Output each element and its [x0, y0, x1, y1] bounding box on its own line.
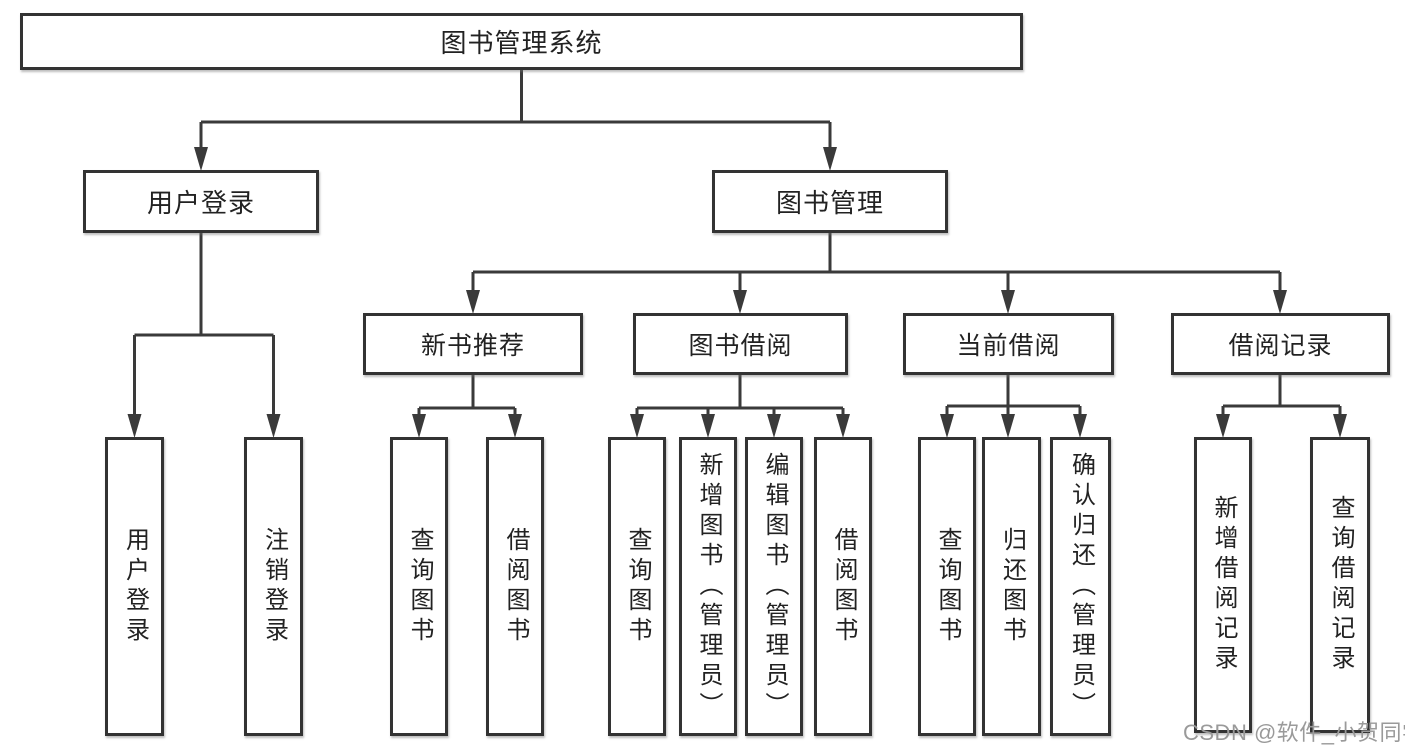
connector-recommend-to-leaves — [417, 375, 517, 418]
leaf-label: 新增借阅记录 — [1210, 495, 1237, 675]
arrowhead — [127, 414, 142, 438]
node-label: 图书管理系统 — [440, 28, 603, 58]
leaf-user-login: 用户登录 — [105, 437, 164, 736]
arrowhead — [508, 414, 522, 438]
leaf-add-borrow-record: 新增借阅记录 — [1194, 437, 1252, 733]
arrowhead — [1001, 290, 1015, 314]
leaf-logout: 注销登录 — [244, 437, 303, 736]
watermark: CSDN @软件_小贺同学 — [1183, 720, 1405, 745]
node-label: 当前借阅 — [956, 332, 1061, 360]
leaf-edit-book-admin: 编辑图书（管理员） — [745, 437, 803, 736]
leaf-borrow-books-2: 借阅图书 — [814, 437, 872, 736]
leaf-confirm-return-admin: 确认归还（管理员） — [1050, 437, 1111, 736]
leaf-query-books-recommend: 查询图书 — [390, 437, 448, 736]
node-label: 图书借阅 — [688, 332, 793, 360]
node-current-borrow: 当前借阅 — [903, 313, 1114, 375]
arrowhead — [940, 414, 954, 438]
leaf-label: 确认归还（管理员） — [1067, 451, 1095, 722]
arrowhead — [630, 414, 644, 438]
arrowhead — [733, 290, 747, 314]
leaf-label: 借阅图书 — [830, 526, 857, 647]
arrowhead — [466, 290, 480, 314]
arrowhead — [823, 147, 837, 171]
connector-root-to-level2 — [199, 70, 832, 150]
leaf-label: 用户登录 — [121, 526, 149, 647]
leaf-label: 查询图书 — [406, 526, 433, 647]
arrowhead — [1273, 290, 1287, 314]
leaf-label: 借阅图书 — [502, 526, 529, 647]
arrowhead — [1216, 414, 1230, 438]
leaf-query-borrow-record: 查询借阅记录 — [1310, 437, 1370, 733]
node-book-borrow: 图书借阅 — [633, 313, 848, 375]
arrowhead — [1073, 414, 1087, 438]
node-label: 借阅记录 — [1228, 332, 1333, 360]
arrowhead — [836, 414, 850, 438]
arrowhead — [1001, 414, 1015, 438]
node-label: 新书推荐 — [420, 332, 525, 360]
leaf-borrow-books-recommend: 借阅图书 — [486, 437, 544, 736]
node-new-book-recommend: 新书推荐 — [363, 313, 583, 375]
leaf-label: 查询图书 — [934, 526, 961, 647]
connector-current-to-leaves — [945, 375, 1082, 418]
leaf-return-book: 归还图书 — [982, 437, 1041, 736]
arrowhead — [767, 414, 781, 438]
node-book-management: 图书管理 — [712, 170, 948, 233]
arrowhead — [266, 414, 281, 438]
node-label: 用户登录 — [146, 188, 255, 218]
leaf-add-book-admin: 新增图书（管理员） — [679, 437, 737, 736]
leaf-query-books-borrow: 查询图书 — [608, 437, 666, 736]
leaf-label: 查询借阅记录 — [1327, 495, 1354, 675]
connector-login-to-leaves — [133, 233, 275, 416]
connector-records-to-leaves — [1221, 375, 1342, 418]
leaf-label: 新增图书（管理员） — [695, 451, 722, 722]
node-library-management-system: 图书管理系统 — [20, 13, 1023, 70]
arrowhead — [701, 414, 715, 438]
node-borrow-records: 借阅记录 — [1171, 313, 1390, 375]
connector-management-to-level3 — [471, 233, 1282, 292]
leaf-label: 注销登录 — [260, 526, 288, 647]
leaf-label: 查询图书 — [624, 526, 651, 647]
leaf-query-books-current: 查询图书 — [918, 437, 976, 736]
leaf-label: 编辑图书（管理员） — [761, 451, 788, 722]
arrowhead — [412, 414, 426, 438]
leaf-label: 归还图书 — [998, 526, 1026, 647]
node-label: 图书管理 — [775, 188, 884, 218]
connector-borrow-to-leaves — [635, 375, 845, 418]
arrowhead — [1333, 414, 1347, 438]
arrowhead — [194, 147, 208, 171]
node-user-login: 用户登录 — [83, 170, 319, 233]
